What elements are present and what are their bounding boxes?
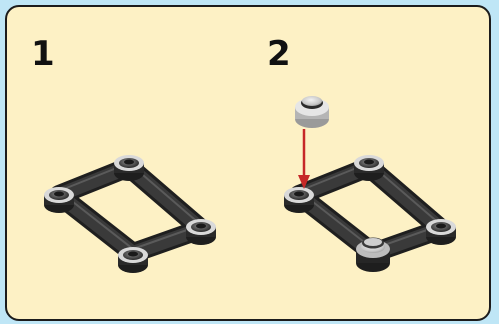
- step-2-stud: [284, 187, 314, 213]
- step-2-stud: [354, 155, 384, 181]
- new-round-plate-part: [295, 96, 329, 128]
- instruction-panel: 1 2: [5, 5, 491, 321]
- step-2-assembly: [284, 96, 456, 272]
- step-1-assembly: [44, 155, 216, 273]
- step-2-number: 2: [267, 34, 291, 74]
- step-1-stud: [186, 219, 216, 245]
- step-1-stud: [114, 155, 144, 181]
- step-1-number: 1: [31, 34, 55, 74]
- step-2-placed-round-plate: [356, 237, 390, 272]
- instruction-illustration: [44, 96, 456, 273]
- step-1-stud: [44, 187, 74, 213]
- step-1-stud: [118, 247, 148, 273]
- step-2-stud: [426, 219, 456, 245]
- placement-arrow: [298, 129, 310, 189]
